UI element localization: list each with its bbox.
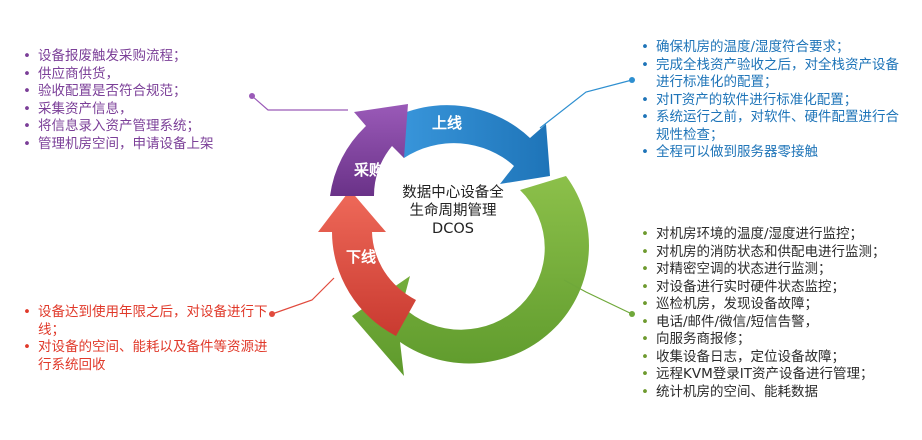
center-title: 数据中心设备全 生命周期管理 DCOS (392, 184, 514, 238)
list-item: 采集资产信息， (22, 101, 262, 119)
segment-offline-arrow (318, 190, 416, 336)
center-title-line: DCOS (432, 221, 474, 237)
center-title-line: 数据中心设备全 (402, 185, 504, 201)
list-item: 确保机房的温度/湿度符合要求； (640, 39, 900, 57)
list-item: 设备达到使用年限之后，对设备进行下线； (22, 304, 272, 339)
segment-online-arrow (376, 105, 550, 184)
list-item: 巡检机房，发现设备故障； (640, 296, 922, 314)
list-item: 统计机房的空间、能耗数据 (640, 384, 922, 402)
list-item: 对设备进行实时硬件状态监控； (640, 279, 922, 297)
list-item: 对设备的空间、能耗以及备件等资源进行系统回收 (22, 339, 272, 374)
leader-online-dot (629, 77, 635, 83)
segment-online-label: 上线 (432, 114, 463, 132)
leader-purchase (251, 95, 348, 111)
list-item: 验收配置是否符合规范； (22, 83, 262, 101)
leader-manage (563, 279, 633, 315)
segment-purchase-arrow (330, 104, 408, 196)
list-item: 对精密空调的状态进行监测； (640, 261, 922, 279)
list-item: 对机房的消防状态和供配电进行监测； (640, 244, 922, 262)
list-item: 对机房环境的温度/湿度进行监控； (640, 226, 922, 244)
list-item: 全程可以做到服务器零接触 (640, 144, 900, 162)
list-item: 完成全栈资产验收之后，对全栈资产设备进行标准化的配置； (640, 57, 900, 92)
segment-purchase-label: 采购 (354, 161, 385, 179)
list-item: 设备报废触发采购流程； (22, 48, 262, 66)
online-item-list: 确保机房的温度/湿度符合要求； 完成全栈资产验收之后，对全栈资产设备进行标准化的… (640, 39, 900, 162)
manage-item-list: 对机房环境的温度/湿度进行监控； 对机房的消防状态和供配电进行监测； 对精密空调… (640, 226, 922, 401)
list-item: 收集设备日志，定位设备故障； (640, 349, 922, 367)
list-item: 将信息录入资产管理系统； (22, 118, 262, 136)
list-item: 系统运行之前，对软件、硬件配置进行合规性检查； (640, 109, 900, 144)
leader-offline (271, 277, 335, 315)
list-item: 管理机房空间，申请设备上架 (22, 136, 262, 154)
list-item: 对IT资产的软件进行标准化配置； (640, 92, 900, 110)
leader-manage-dot (629, 311, 635, 317)
center-title-line: 生命周期管理 (409, 203, 497, 219)
purchase-item-list: 设备报废触发采购流程； 供应商供货， 验收配置是否符合规范； 采集资产信息， 将… (22, 48, 262, 153)
list-item: 向服务商报修； (640, 331, 922, 349)
list-item: 电话/邮件/微信/短信告警， (640, 314, 922, 332)
list-item: 远程KVM登录IT资产设备进行管理； (640, 366, 922, 384)
offline-item-list: 设备达到使用年限之后，对设备进行下线； 对设备的空间、能耗以及备件等资源进行系统… (22, 304, 272, 374)
segment-manage-arrow (352, 176, 589, 376)
segment-offline-label: 下线 (346, 248, 377, 266)
list-item: 供应商供货， (22, 66, 262, 84)
segment-manage-label: 管理 (506, 252, 537, 270)
leader-online (539, 79, 633, 129)
